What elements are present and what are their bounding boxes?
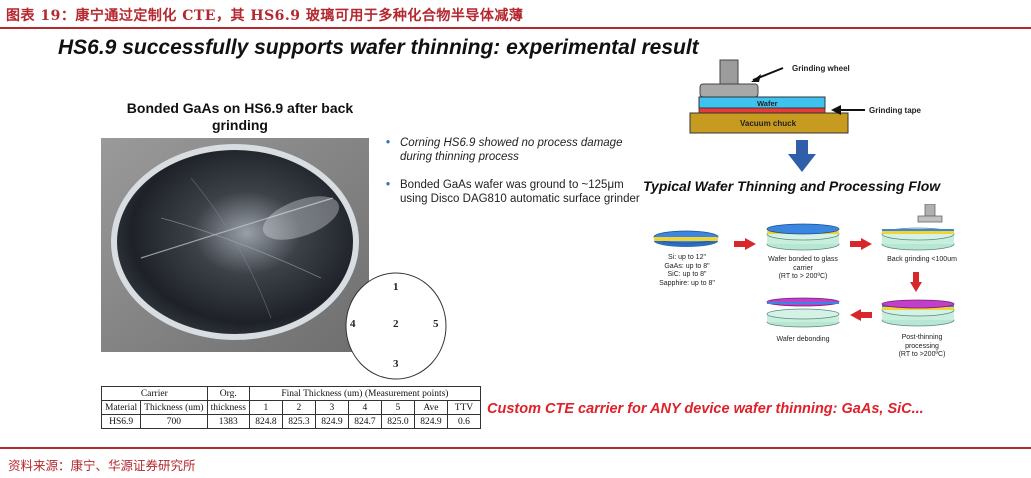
table-cell: 824.8: [248, 414, 283, 429]
point-label: 5: [433, 318, 439, 330]
wafer-step5-icon: [766, 297, 840, 328]
table-header-cell: Thickness (um): [140, 400, 208, 415]
table-header-cell: Org.: [206, 386, 250, 401]
table-header-cell: thickness: [206, 400, 250, 415]
right-arrow-icon: [850, 238, 872, 250]
custom-cte-callout: Custom CTE carrier for ANY device wafer …: [487, 401, 924, 417]
left-arrow-icon: [850, 309, 872, 321]
table-cell: 825.0: [380, 414, 415, 429]
table-header-cell: Ave: [413, 400, 448, 415]
step2-text: Wafer bonded to glass carrier (RT to > 2…: [768, 256, 838, 280]
wafer-label: Wafer: [757, 99, 778, 108]
bullet-item: •Corning HS6.9 showed no process damage …: [386, 137, 623, 163]
table-cell: 825.3: [281, 414, 316, 429]
source-note: 资料来源：康宁、华源证券研究所: [8, 458, 196, 473]
table-cell: 824.9: [413, 414, 448, 429]
table-header-row: Carrier Org. Final Thickness (um) (Measu…: [101, 386, 481, 401]
bonded-wafer-photo: [101, 138, 369, 352]
table-header-cell: 5: [380, 400, 415, 415]
down-arrow-icon: [788, 140, 816, 172]
table-cell: 1383: [206, 414, 250, 429]
table-cell: 700: [140, 414, 208, 429]
table-cell: HS6.9: [100, 414, 142, 429]
table-cell: 824.9: [314, 414, 349, 429]
bullet-list: •Corning HS6.9 showed no process damage …: [384, 136, 644, 220]
slide-title: HS6.9 successfully supports wafer thinni…: [58, 36, 699, 59]
right-arrow-icon: [734, 238, 756, 250]
grinding-tape-label: Grinding tape: [869, 106, 921, 115]
top-divider: [0, 27, 1031, 29]
table-header-cell: 1: [248, 400, 283, 415]
table-header-cell: Carrier: [101, 386, 208, 401]
table-cell: 824.7: [347, 414, 382, 429]
photo-caption: Bonded GaAs on HS6.9 after back grinding: [126, 100, 354, 133]
step5-text: Wafer debonding: [776, 336, 830, 343]
wafer-step4-icon: [881, 299, 955, 327]
point-label: 1: [393, 281, 399, 293]
grinding-setup-diagram: [689, 59, 865, 134]
table-header-row: Material Thickness (um) thickness 1 2 3 …: [100, 400, 481, 415]
wafer-step2-icon: [766, 223, 840, 251]
step3-text: Back grinding <100um: [887, 256, 957, 263]
thickness-table: Carrier Org. Final Thickness (um) (Measu…: [100, 386, 481, 429]
table-header-cell: 4: [347, 400, 382, 415]
table-header-cell: Final Thickness (um) (Measurement points…: [248, 386, 481, 401]
table-row: HS6.9 700 1383 824.8 825.3 824.9 824.7 8…: [100, 414, 481, 429]
point-label: 4: [350, 318, 356, 330]
table-header-cell: Material: [100, 400, 142, 415]
bullet-item: •Bonded GaAs wafer was ground to ~125μm …: [386, 179, 640, 205]
point-label: 3: [393, 358, 399, 370]
wafer-step1-icon: [653, 230, 719, 247]
table-header-cell: 2: [281, 400, 316, 415]
down-arrow-icon: [910, 272, 922, 292]
step4-text: Post-thinning processing (RT to >200ºC): [898, 334, 946, 358]
grinding-wheel-label: Grinding wheel: [792, 64, 850, 73]
figure-caption: 图表 19：康宁通过定制化 CTE，其 HS6.9 玻璃可用于多种化合物半导体减…: [6, 8, 524, 24]
step1-text: Si: up to 12" GaAs: up to 8" SiC: up to …: [659, 254, 715, 287]
measurement-points-diagram: [345, 272, 447, 380]
table-header-cell: 3: [314, 400, 349, 415]
vacuum-chuck-label: Vacuum chuck: [740, 119, 797, 128]
table-header-cell: TTV: [446, 400, 481, 415]
wafer-step3-icon: [881, 204, 955, 251]
bottom-divider: [0, 447, 1031, 449]
table-cell: 0.6: [446, 414, 481, 429]
thickness-table-wrap: Carrier Org. Final Thickness (um) (Measu…: [100, 386, 481, 429]
point-label: 2: [393, 318, 399, 330]
flow-title: Typical Wafer Thinning and Processing Fl…: [643, 178, 941, 194]
